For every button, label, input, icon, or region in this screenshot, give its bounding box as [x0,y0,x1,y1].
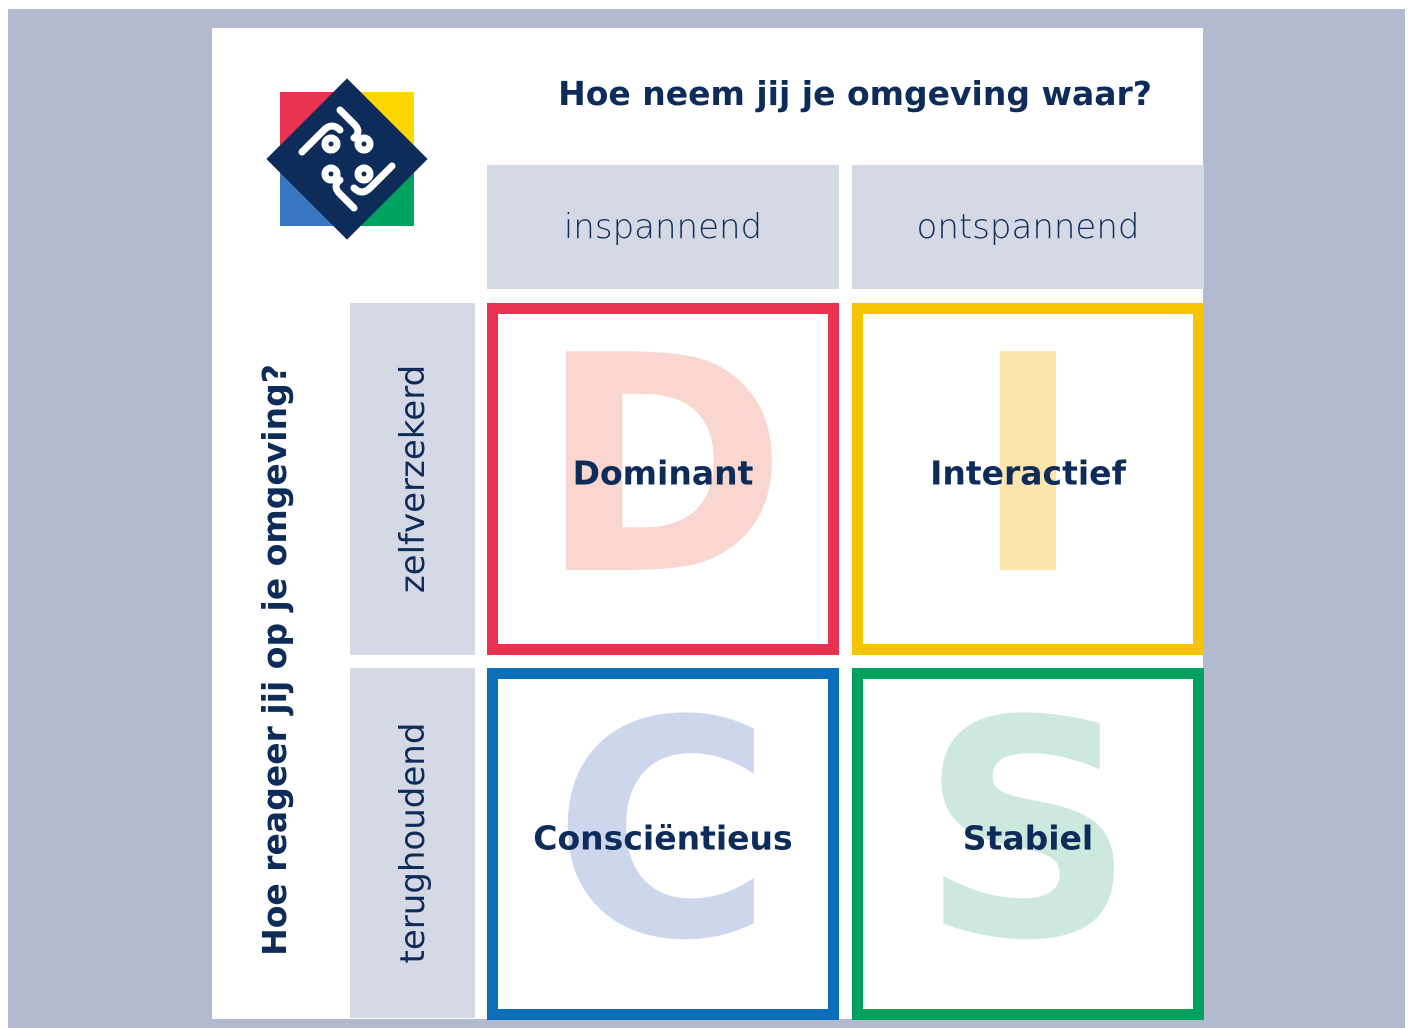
quadrant-label-stabiel: Stabiel [962,818,1094,858]
quadrant-letter-i: I [972,303,1084,641]
quadrant-stabiel: S Stabiel [852,668,1204,1020]
row-header-zelfverzekerd: zelfverzekerd [350,303,475,655]
perception-axis-title: Hoe neem jij je omgeving waar? [558,74,1152,113]
quadrant-dominant: D Dominant [487,303,839,655]
row-header-label: zelfverzekerd [392,364,433,594]
quadrant-letter-c: C [552,668,774,1006]
quadrant-interactief: I Interactief [852,303,1204,655]
disc-logo-icon [266,78,428,240]
quadrant-consciëntieus: C Consciëntieus [487,668,839,1020]
row-header-terughoudend: terughoudend [350,668,475,1018]
column-header-inspannend: inspannend [487,165,839,289]
quadrant-letter-d: D [538,303,788,641]
quadrant-label-interactief: Interactief [930,453,1126,493]
row-header-label: terughoudend [392,722,433,964]
quadrant-label-consciëntieus: Consciëntieus [533,818,793,858]
quadrant-label-dominant: Dominant [572,453,754,493]
quadrant-letter-s: S [919,668,1137,1006]
reaction-axis-title: Hoe reageer jij op je omgeving? [255,364,294,956]
column-header-ontspannend: ontspannend [852,165,1204,289]
